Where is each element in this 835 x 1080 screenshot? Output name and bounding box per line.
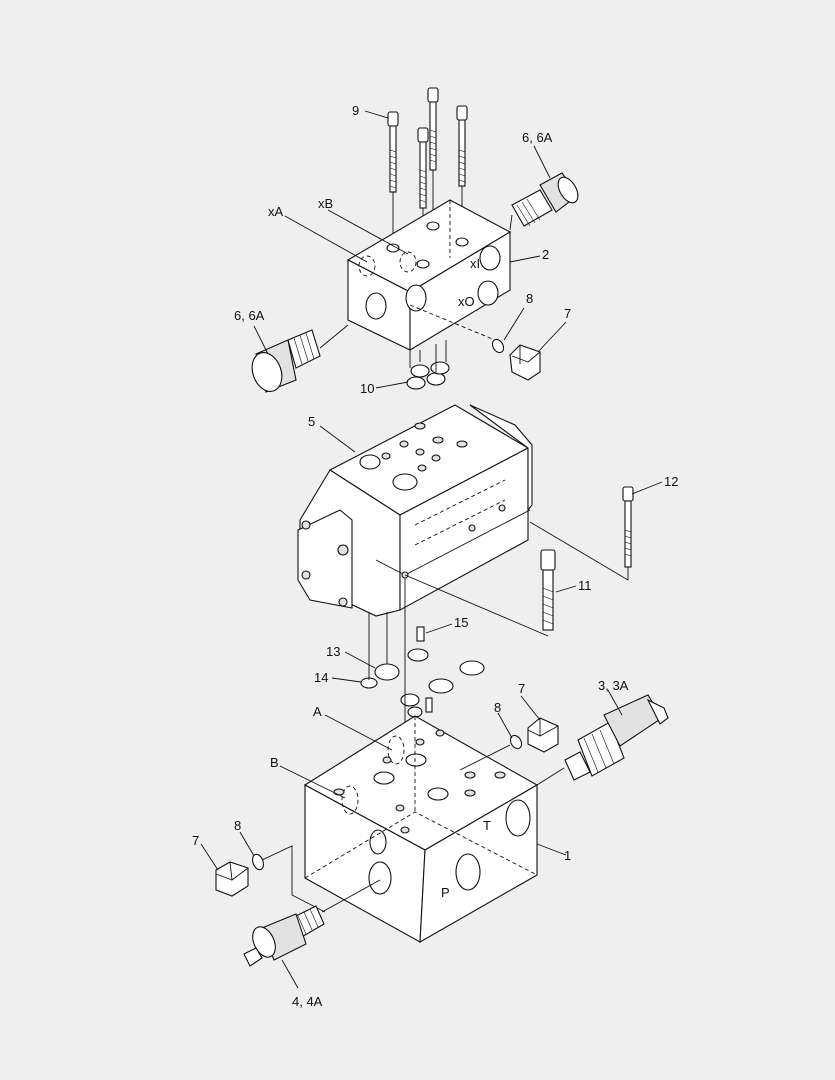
leader-lines <box>200 110 663 989</box>
cap-screw <box>427 87 439 171</box>
label-t: T <box>483 818 491 833</box>
label-xi: xI <box>470 256 480 271</box>
o-ring-8-top <box>491 338 505 354</box>
label-13: 13 <box>326 644 340 659</box>
o-ring-8-mid <box>509 734 523 750</box>
label-7-top: 7 <box>564 306 571 321</box>
label-b: B <box>270 755 279 770</box>
label-xo: xO <box>458 294 475 309</box>
directional-valve-5 <box>297 404 533 617</box>
plug-7-low <box>215 861 249 897</box>
label-2: 2 <box>542 247 549 262</box>
part-labels: 9 6, 6A xA xB xI xO 2 6, 6A 8 7 10 5 12 … <box>192 103 678 1009</box>
cartridge-valve-6-left <box>251 324 349 393</box>
cartridge-valve-6-top <box>509 172 579 231</box>
cap-screw-11 <box>404 549 556 637</box>
label-8-mid: 8 <box>494 700 501 715</box>
label-8-top: 8 <box>526 291 533 306</box>
cap-screw <box>456 105 468 187</box>
cap-screw-12 <box>529 486 634 581</box>
cap-screw <box>387 111 399 193</box>
o-rings-10 <box>406 340 450 390</box>
label-10: 10 <box>360 381 374 396</box>
label-9: 9 <box>352 103 359 118</box>
label-7-low: 7 <box>192 833 199 848</box>
label-8-low: 8 <box>234 818 241 833</box>
upper-valve-block-2 <box>346 199 512 351</box>
label-12: 12 <box>664 474 678 489</box>
label-6-6a-top: 6, 6A <box>522 130 553 145</box>
label-3-3a: 3, 3A <box>598 678 629 693</box>
cap-screw <box>417 127 429 209</box>
cap-screw-set-9 <box>387 87 468 262</box>
label-4-4a: 4, 4A <box>292 994 323 1009</box>
pressure-valve-4 <box>243 879 381 967</box>
label-11: 11 <box>578 578 592 593</box>
seal-kit <box>360 612 485 826</box>
pressure-valve-3 <box>536 694 669 786</box>
label-1: 1 <box>564 848 571 863</box>
label-5: 5 <box>308 414 315 429</box>
lower-manifold-block-1 <box>303 715 539 943</box>
label-6-6a-left: 6, 6A <box>234 308 265 323</box>
label-p: P <box>441 885 450 900</box>
o-ring-8-low <box>252 853 264 871</box>
label-xa: xA <box>268 204 284 219</box>
label-a: A <box>313 704 322 719</box>
label-15: 15 <box>454 615 468 630</box>
label-7-mid: 7 <box>518 681 525 696</box>
label-14: 14 <box>314 670 328 685</box>
label-xb: xB <box>318 196 333 211</box>
plug-7-top <box>509 344 541 381</box>
plug-7-mid <box>527 717 559 753</box>
